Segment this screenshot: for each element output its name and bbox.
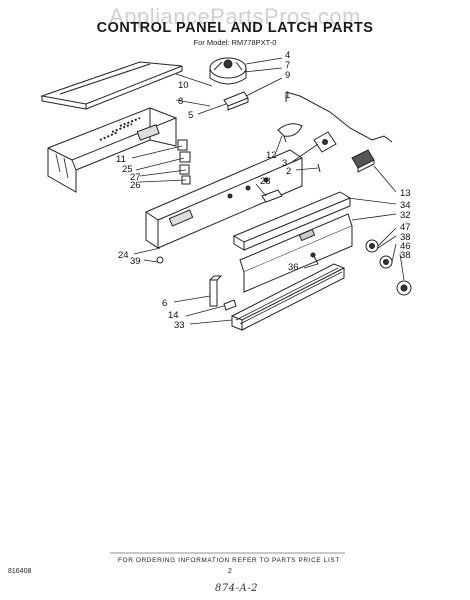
part-knobs [365, 239, 412, 296]
callout-13: 13 [400, 188, 411, 199]
callout-5: 5 [188, 110, 193, 121]
callout-14: 14 [168, 310, 179, 321]
callout-numbers: 4 7 9 10 8 5 1 11 25 27 26 12 3 2 28 13 … [116, 50, 411, 331]
callout-34: 34 [400, 200, 411, 211]
callout-32: 32 [400, 210, 411, 221]
callout-28: 28 [260, 176, 271, 187]
part-latch-rod [285, 91, 393, 143]
ordering-note: FOR ORDERING INFORMATION REFER TO PARTS … [118, 557, 340, 564]
page-number: 2 [228, 568, 232, 575]
handwritten-note: 874-A-2 [215, 583, 258, 594]
callout-1: 1 [285, 90, 290, 101]
callout-46: 46 [400, 241, 411, 252]
callout-10: 10 [178, 80, 189, 91]
callout-4: 4 [285, 50, 290, 61]
diagram-title: CONTROL PANEL AND LATCH PARTS [96, 20, 374, 36]
callout-3: 3 [282, 158, 287, 169]
part-clip [223, 299, 237, 311]
part-light-pipe [209, 275, 223, 307]
callout-9: 9 [285, 70, 290, 81]
callout-12: 12 [266, 150, 277, 161]
part-spring-clip [261, 189, 283, 203]
callout-47: 47 [400, 222, 411, 233]
part-trim-extrusion [230, 263, 346, 331]
callout-38-lower: 38 [400, 250, 411, 261]
part-timer-assembly [209, 57, 247, 85]
part-switch [223, 91, 249, 111]
part-screw [310, 252, 319, 265]
part-top-trim [40, 61, 183, 110]
part-indicator [351, 149, 375, 173]
callout-33: 33 [174, 320, 185, 331]
callout-6: 6 [162, 298, 167, 309]
part-latch-bracket [313, 131, 337, 173]
document-code: 816408 [8, 568, 32, 575]
part-latch-hook [277, 123, 303, 143]
leader-lines [131, 57, 405, 325]
watermark: AppliancePartsPros.com [109, 4, 361, 29]
callout-8: 8 [178, 96, 183, 107]
part-display-panel [239, 213, 353, 293]
callout-38-upper: 38 [400, 232, 411, 243]
callout-2: 2 [286, 166, 291, 177]
part-control-panel [145, 149, 303, 264]
part-panel-bracket [47, 107, 178, 193]
model-line: For Model: RM778PXT-0 [193, 38, 277, 47]
callout-39: 39 [130, 256, 141, 267]
callout-11: 11 [116, 154, 126, 165]
callout-25: 25 [122, 164, 133, 175]
callout-24: 24 [118, 250, 129, 261]
callout-26: 26 [130, 180, 141, 191]
callout-27: 27 [130, 172, 141, 183]
callout-7: 7 [285, 60, 290, 71]
callout-36: 36 [288, 262, 299, 273]
